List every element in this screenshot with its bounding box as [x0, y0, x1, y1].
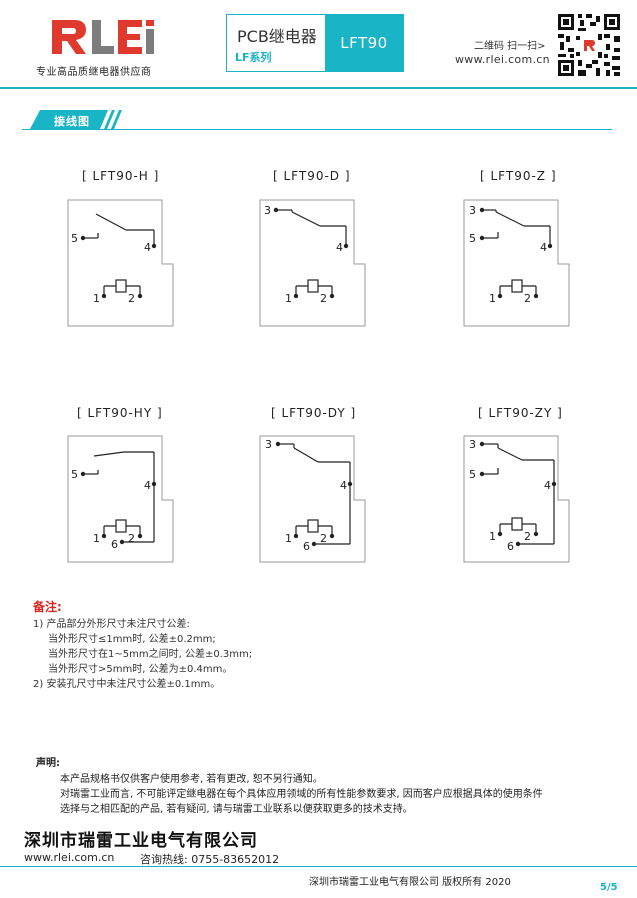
- pin-label-4: 4: [544, 479, 551, 492]
- note-line: 当外形尺寸>5mm时, 公差为±0.4mm。: [48, 664, 233, 675]
- section-underline: [22, 129, 612, 130]
- declaration-line: 选择与之相匹配的产品, 若有疑问, 请与瑞雷工业联系以便获取更多的技术支持。: [60, 804, 413, 815]
- pin-label-2: 2: [128, 532, 135, 545]
- wiring-diagram-z: 3 5 4 1 2: [463, 199, 570, 327]
- pin-label-5: 5: [71, 468, 78, 481]
- declaration-line: 本产品规格书仅供客户使用参考, 若有更改, 恕不另行通知。: [60, 774, 323, 785]
- pin-label-6: 6: [507, 540, 514, 553]
- pin-label-3: 3: [264, 204, 271, 217]
- pin-label-2: 2: [320, 532, 327, 545]
- pin-label-5: 5: [469, 468, 476, 481]
- pin-label-2: 2: [524, 530, 531, 543]
- diagram-label-hy: [ LFT90-HY ]: [77, 406, 163, 420]
- pin-label-1: 1: [285, 292, 292, 305]
- pin-label-3: 3: [469, 204, 476, 217]
- model-name: LFT90: [325, 15, 403, 71]
- page-number: 5/5: [600, 882, 618, 893]
- pin-label-3: 3: [265, 438, 272, 451]
- diagram-label-d: [ LFT90-D ]: [273, 169, 351, 183]
- pin-label-6: 6: [303, 540, 310, 553]
- diagram-label-z: [ LFT90-Z ]: [480, 169, 557, 183]
- wiring-diagram-dy: 3 4 1 2 6: [259, 435, 366, 563]
- note-line: 1) 产品部分外形尺寸未注尺寸公差:: [33, 619, 190, 630]
- section-title-bar: [30, 110, 122, 129]
- note-line: 当外形尺寸在1~5mm之间时, 公差±0.3mm;: [48, 649, 253, 660]
- pin-label-3: 3: [469, 438, 476, 451]
- pin-label-4: 4: [540, 241, 547, 254]
- pin-label-4: 4: [144, 479, 151, 492]
- pin-label-5: 5: [71, 232, 78, 245]
- pin-label-1: 1: [285, 532, 292, 545]
- diagram-label-dy: [ LFT90-DY ]: [271, 406, 357, 420]
- declaration-line: 对瑞雷工业而言, 不可能评定继电器在每个具体应用领域的所有性能参数要求, 因而客…: [60, 789, 543, 800]
- brand-logo: [52, 20, 154, 54]
- footer-copyright: 深圳市瑞雷工业电气有限公司 版权所有 2020: [309, 877, 511, 888]
- company-name: 深圳市瑞雷工业电气有限公司: [24, 831, 258, 851]
- wiring-diagram-hy: 5 4 1 2 6: [67, 435, 174, 563]
- brand-tagline: 专业高品质继电器供应商: [36, 67, 152, 78]
- series-name: LF系列: [235, 51, 272, 64]
- diagram-label-h: [ LFT90-H ]: [82, 169, 160, 183]
- header-divider: [0, 87, 637, 89]
- note-line: 2) 安装孔尺寸中未注尺寸公差±0.1mm。: [33, 679, 221, 690]
- qr-hint: 二维码 扫一扫>: [474, 41, 546, 52]
- wiring-diagram-h: 5 4 1 2: [67, 199, 174, 327]
- section-title: 接线图: [54, 115, 90, 128]
- wiring-diagram-zy: 3 5 4 1 2 6: [463, 435, 570, 563]
- pin-label-4: 4: [336, 241, 343, 254]
- qr-code-icon[interactable]: [556, 12, 622, 78]
- pin-label-2: 2: [320, 292, 327, 305]
- product-name: PCB继电器: [237, 27, 317, 46]
- notes-title: 备注:: [33, 600, 62, 614]
- wiring-diagram-d: 3 4 1 2: [259, 199, 366, 327]
- pin-label-1: 1: [93, 532, 100, 545]
- pin-label-4: 4: [144, 241, 151, 254]
- footer-hotline: 咨询热线: 0755-83652012: [140, 853, 280, 866]
- pin-label-5: 5: [469, 232, 476, 245]
- pin-label-1: 1: [93, 292, 100, 305]
- product-title-box: PCB继电器 LF系列 LFT90: [226, 14, 404, 72]
- footer-website-link[interactable]: www.rlei.com.cn: [24, 851, 115, 864]
- note-line: 当外形尺寸≤1mm时, 公差±0.2mm;: [48, 634, 216, 645]
- footer-divider: [0, 866, 637, 867]
- pin-label-2: 2: [128, 292, 135, 305]
- pin-label-1: 1: [489, 530, 496, 543]
- pin-label-4: 4: [340, 479, 347, 492]
- pin-label-1: 1: [489, 292, 496, 305]
- header-website-link[interactable]: www.rlei.com.cn: [455, 53, 550, 66]
- pin-label-6: 6: [111, 538, 118, 551]
- diagram-label-zy: [ LFT90-ZY ]: [478, 406, 563, 420]
- product-title-left: PCB继电器 LF系列: [227, 15, 325, 71]
- pin-label-2: 2: [524, 292, 531, 305]
- declaration-title: 声明:: [36, 758, 60, 769]
